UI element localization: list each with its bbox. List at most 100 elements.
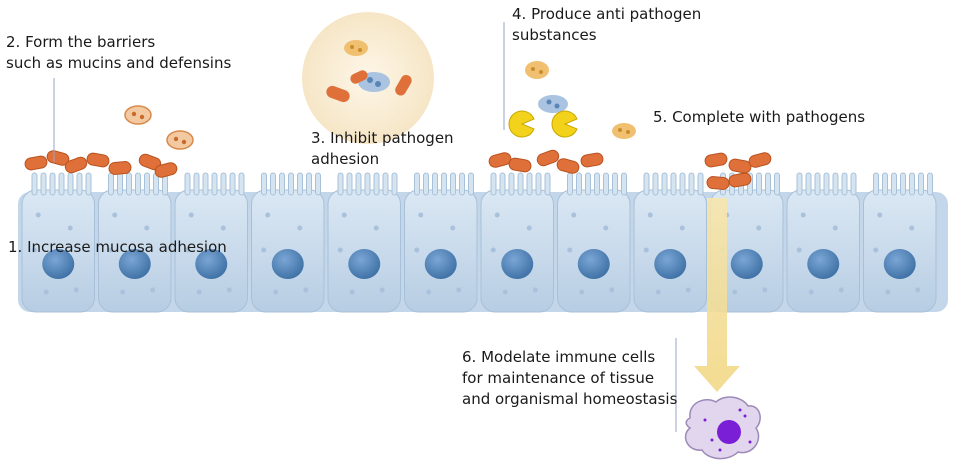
microvillus — [364, 172, 371, 196]
immune-nucleus — [717, 420, 741, 444]
probiotic-bacterium — [580, 152, 604, 168]
organelle — [532, 287, 538, 293]
organelle — [379, 287, 385, 293]
organelle — [303, 287, 309, 293]
probiotic-bacterium — [704, 152, 728, 168]
microvillus — [441, 172, 447, 196]
microvillus — [211, 172, 218, 196]
microvillus — [450, 172, 456, 196]
organelle — [800, 212, 806, 218]
microvillus — [144, 172, 150, 196]
label-form-barriers: 2. Form the barriers such as mucins and … — [6, 32, 231, 74]
microvillus — [49, 172, 56, 196]
microvillus — [697, 172, 704, 196]
organelle — [112, 212, 118, 218]
microvillus — [850, 172, 857, 196]
microvillus — [900, 172, 906, 196]
organelle — [756, 225, 762, 231]
label-text: adhesion — [311, 150, 380, 168]
microvillus — [108, 172, 114, 196]
microvillus — [297, 172, 303, 196]
organelle — [579, 289, 585, 295]
microvillus — [220, 172, 227, 196]
organelle — [647, 212, 653, 218]
microvillus — [652, 172, 659, 196]
microvillus — [193, 172, 200, 196]
organelle — [108, 247, 114, 253]
nucleus — [118, 249, 151, 279]
microvillus — [918, 172, 924, 196]
organelle — [196, 289, 202, 295]
microvillus — [526, 172, 533, 196]
microvillus — [459, 172, 465, 196]
organelle — [685, 287, 691, 293]
nucleus — [577, 249, 610, 279]
label-text: 3. Inhibit pathogen — [311, 129, 454, 147]
nucleus — [42, 249, 75, 279]
microvillus — [508, 172, 515, 196]
microvillus — [288, 172, 294, 196]
organelle — [43, 289, 49, 295]
anti-pathogen-substance — [508, 110, 535, 138]
probiotic-bacterium — [556, 158, 580, 174]
organelle — [796, 247, 802, 253]
organelle — [762, 287, 768, 293]
organelle — [456, 287, 462, 293]
microvillus — [535, 172, 542, 196]
microvillus — [873, 172, 879, 196]
probiotic-bacterium — [728, 172, 752, 188]
nucleus — [730, 249, 763, 279]
microvillus — [126, 172, 132, 196]
organelle — [450, 225, 456, 231]
anti-pathogen-substance — [551, 110, 578, 138]
organelle — [31, 247, 37, 253]
probiotic-bacterium — [748, 152, 772, 168]
probiotic-bacterium — [350, 70, 368, 84]
organelle — [571, 212, 577, 218]
microvillus — [423, 172, 429, 196]
nucleus — [424, 249, 457, 279]
probiotic-bacterium — [728, 158, 752, 174]
label-produce-anti-pathogen: 4. Produce anti pathogen substances — [512, 4, 701, 46]
nucleus — [271, 249, 304, 279]
microvillus — [184, 172, 191, 196]
microvillus — [576, 172, 582, 196]
microvillus — [382, 172, 389, 196]
nucleus — [807, 249, 840, 279]
microvillus — [373, 172, 380, 196]
organelle — [144, 225, 150, 231]
microvillus — [927, 172, 933, 196]
microvillus — [756, 172, 762, 196]
organelle — [567, 247, 573, 253]
organelle — [297, 225, 303, 231]
microvillus — [765, 172, 771, 196]
probiotic-bacterium — [86, 152, 110, 168]
microvillus — [135, 172, 141, 196]
organelle — [35, 212, 41, 218]
nucleus — [501, 249, 534, 279]
microvillus — [58, 172, 65, 196]
organelle — [184, 247, 190, 253]
label-text: substances — [512, 26, 597, 44]
pathogen-icon — [525, 61, 549, 79]
microvillus — [882, 172, 888, 196]
organelle — [732, 289, 738, 295]
organelle — [426, 289, 432, 295]
microvillus — [805, 172, 812, 196]
pathogen-icon — [344, 40, 368, 56]
organelle — [609, 287, 615, 293]
nucleus — [348, 249, 381, 279]
label-text: and organismal homeostasis — [462, 390, 678, 408]
organelle — [150, 287, 156, 293]
probiotic-bacterium — [706, 176, 730, 190]
pathogen-icon — [166, 130, 194, 150]
pathogen-icon — [612, 123, 636, 139]
microvillus — [414, 172, 420, 196]
microvillus — [391, 172, 398, 196]
organelle — [873, 247, 879, 253]
microvillus — [337, 172, 344, 196]
microvillus — [76, 172, 83, 196]
organelle — [679, 225, 685, 231]
organelle — [373, 225, 379, 231]
